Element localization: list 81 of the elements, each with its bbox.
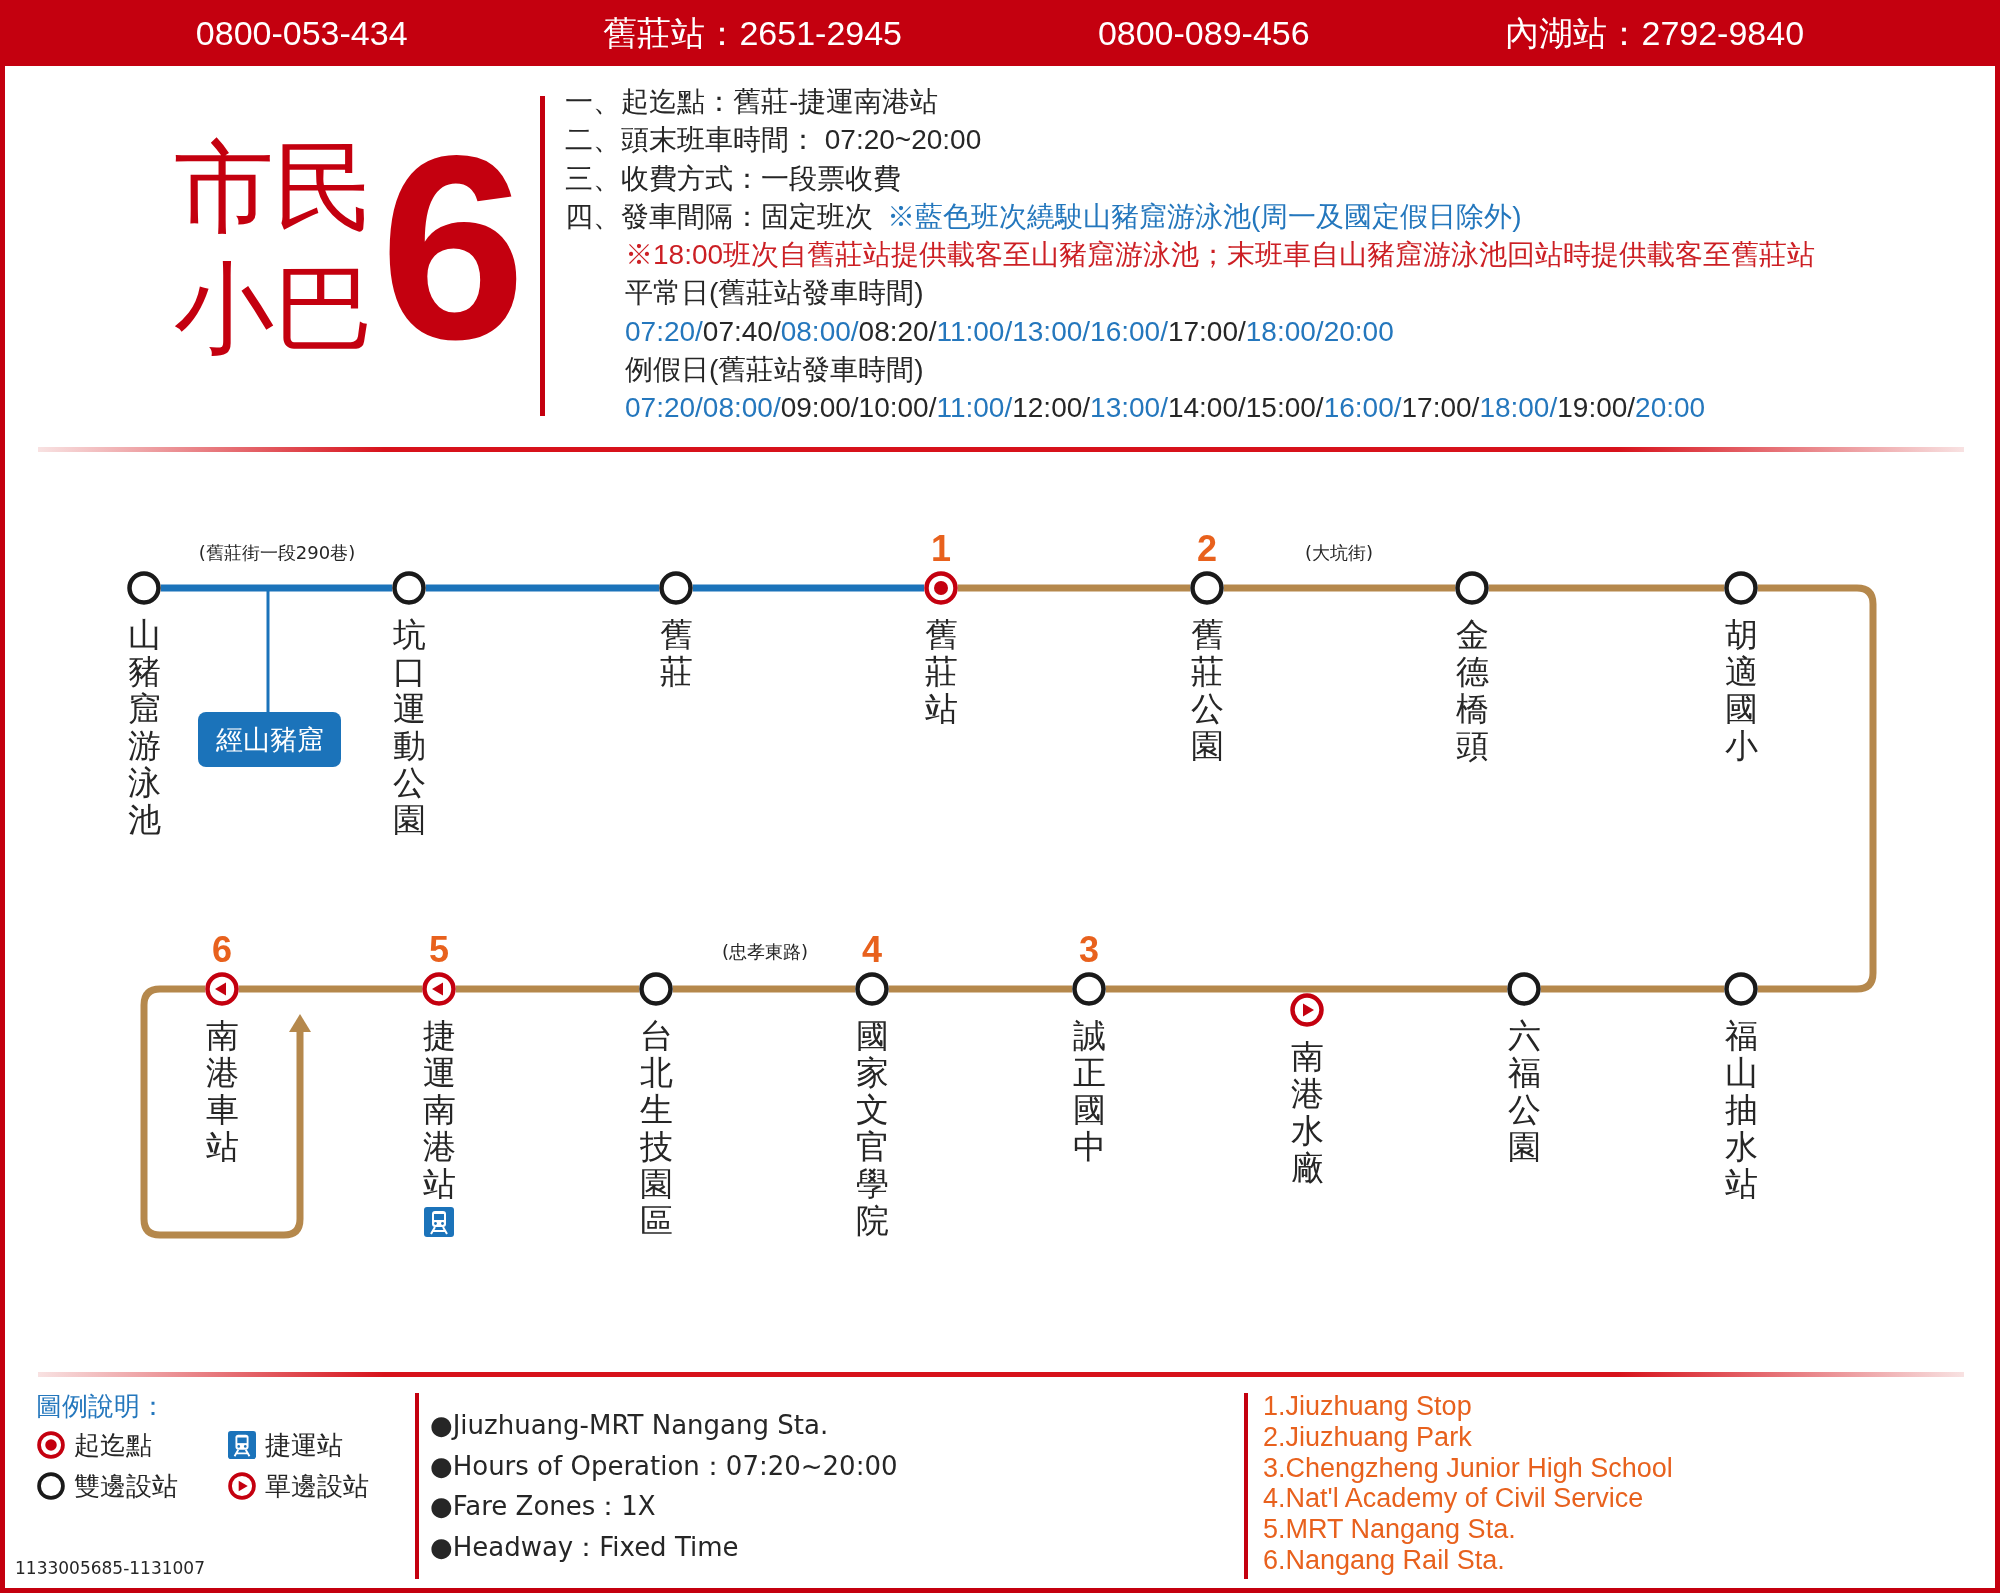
station-name: 國家文官學院 (855, 1017, 889, 1239)
departure-time: 16:00/ (1090, 316, 1168, 347)
phone-number: 0800-053-434 (195, 13, 408, 53)
departure-time: 07:20/ (625, 316, 703, 347)
stop-list-item: 5.MRT Nangang Sta. (1263, 1513, 1516, 1546)
station-name: 六福公園 (1507, 1017, 1541, 1165)
station-name: 山豬窟游泳池 (127, 616, 161, 838)
stop-number: 5 (429, 930, 449, 970)
departure-time: 15:00/ (1245, 392, 1324, 423)
departure-time: 13:00/ (1012, 316, 1091, 347)
legend-label: 雙邊設站 (74, 1470, 178, 1502)
departure-time: 18:00/ (1245, 316, 1324, 347)
station-name: 坑口運動公園 (392, 616, 426, 838)
info-text: ※藍色班次繞駛山豬窟游泳池(周一及國定假日除外) (887, 201, 1522, 232)
station-name: 胡適國小 (1724, 616, 1758, 764)
departure-time: 20:00 (1635, 392, 1706, 423)
stop-number: 4 (862, 930, 882, 970)
legend-label: 起迄點 (74, 1429, 152, 1461)
stop-list-item: 3.Chengzheng Junior High School (1263, 1452, 1673, 1485)
departure-time: 19:00/ (1557, 392, 1636, 423)
departure-time: 12:00/ (1012, 392, 1091, 423)
stop-number: 1 (931, 529, 951, 569)
station-name: 舊莊公園 (1190, 616, 1224, 764)
stop-number: 6 (212, 930, 232, 970)
station-name: 福山抽水站 (1724, 1017, 1758, 1202)
phone-number: 0800-089-456 (1097, 13, 1310, 53)
legend-label: 單邊設站 (265, 1470, 369, 1502)
departure-time: 08:00/ (702, 392, 781, 423)
street-name: (大坑街) (1305, 540, 1373, 564)
stop-list-item: 4.Nat'l Academy of Civil Service (1263, 1482, 1644, 1515)
callout-box: 經山豬窟 (198, 712, 341, 767)
route-arrow (140, 985, 311, 1239)
route-number: 6 (380, 148, 526, 348)
station-name: 舊莊站 (924, 616, 958, 727)
departure-time: 08:20/ (858, 316, 937, 347)
departure-time: 17:00/ (1401, 392, 1480, 423)
departure-time: 14:00/ (1167, 392, 1246, 423)
station-name: 捷運南港站 (422, 1017, 456, 1202)
departure-time: 07:40/ (702, 316, 781, 347)
station-name: 南港車站 (205, 1017, 239, 1165)
station-name: 誠正國中 (1072, 1017, 1106, 1165)
stop-number: 2 (1197, 529, 1217, 569)
station-name: 金德橋頭 (1455, 616, 1489, 764)
departure-time: 16:00/ (1323, 392, 1402, 423)
info-text: ※18:00班次自舊莊站提供載客至山豬窟游泳池；末班車自山豬窟游泳池回站時提供載客至舊莊站 (625, 239, 1816, 270)
info-text: 平常日(舊莊站發車時間) (625, 277, 924, 308)
branch-line (266, 591, 270, 712)
departure-time: 07:20/ (625, 392, 703, 423)
departure-time: 10:00/ (858, 392, 937, 423)
legend-label: 捷運站 (265, 1429, 343, 1461)
stop-list-item: 1.Jiuzhuang Stop (1263, 1389, 1472, 1423)
info-text: 二、頭末班車時間： 07:20~20:00 (565, 124, 982, 155)
legend-title: 圖例說明： (36, 1390, 166, 1423)
info-text: ●Jiuzhuang-MRT Nangang Sta. (430, 1409, 829, 1442)
code-text: 1133005685-1131007 (15, 1557, 205, 1579)
street-name: (舊莊街一段290巷) (198, 540, 356, 564)
info-text: 一、起迄點：舊莊-捷運南港站 (565, 86, 939, 117)
departure-time: 13:00/ (1090, 392, 1168, 423)
info-text: ●Fare Zones：1X (430, 1490, 656, 1523)
station-name: 台北生技園區 (639, 1017, 673, 1239)
departure-time: 11:00/ (936, 392, 1013, 423)
departure-time: 09:00/ (780, 392, 859, 423)
street-name: (忠孝東路) (722, 939, 808, 963)
info-text: ●Hours of Operation：07:20~20:00 (430, 1450, 898, 1483)
info-text: 四、發車間隔：固定班次 (565, 201, 873, 232)
stop-list-item: 6.Nangang Rail Sta. (1263, 1544, 1505, 1577)
route-title: 市民小巴 (174, 128, 375, 369)
stop-list-item: 2.Jiuzhuang Park (1263, 1421, 1472, 1454)
stop-number: 3 (1079, 930, 1099, 970)
info-text: 例假日(舊莊站發車時間) (625, 354, 924, 385)
departure-time: 17:00/ (1167, 316, 1246, 347)
info-text: 三、收費方式：一段票收費 (565, 163, 901, 194)
station-name: 南港水廠 (1290, 1038, 1324, 1186)
departure-time: 11:00/ (936, 316, 1013, 347)
info-text: ●Headway：Fixed Time (430, 1531, 739, 1564)
departure-time: 18:00/ (1479, 392, 1558, 423)
phone-number: 舊莊站：2651-2945 (603, 13, 903, 53)
departure-time: 20:00 (1323, 316, 1394, 347)
departure-time: 08:00/ (780, 316, 859, 347)
station-name: 舊莊 (659, 616, 693, 690)
phone-number: 內湖站：2792-9840 (1505, 13, 1805, 53)
